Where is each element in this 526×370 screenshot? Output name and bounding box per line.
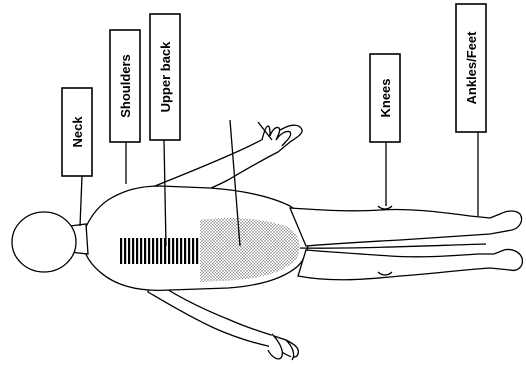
label-upper-back-text: Upper back — [158, 41, 173, 113]
head — [12, 212, 76, 272]
upper-back-region — [120, 238, 200, 264]
label-neck-text: Neck — [70, 116, 85, 148]
lower-leg — [298, 249, 522, 279]
label-shoulders: Shoulders — [110, 30, 140, 184]
label-knees: Knees — [370, 54, 400, 206]
label-neck: Neck — [62, 88, 92, 226]
upper-leg — [290, 208, 522, 246]
label-ankles-feet-text: Ankles/Feet — [464, 31, 479, 105]
label-ankles-feet: Ankles/Feet — [456, 4, 486, 216]
label-shoulders-text: Shoulders — [118, 54, 133, 118]
label-knees-text: Knees — [378, 78, 393, 117]
leader-neck — [80, 176, 82, 226]
upper-knee-mark — [378, 206, 392, 209]
